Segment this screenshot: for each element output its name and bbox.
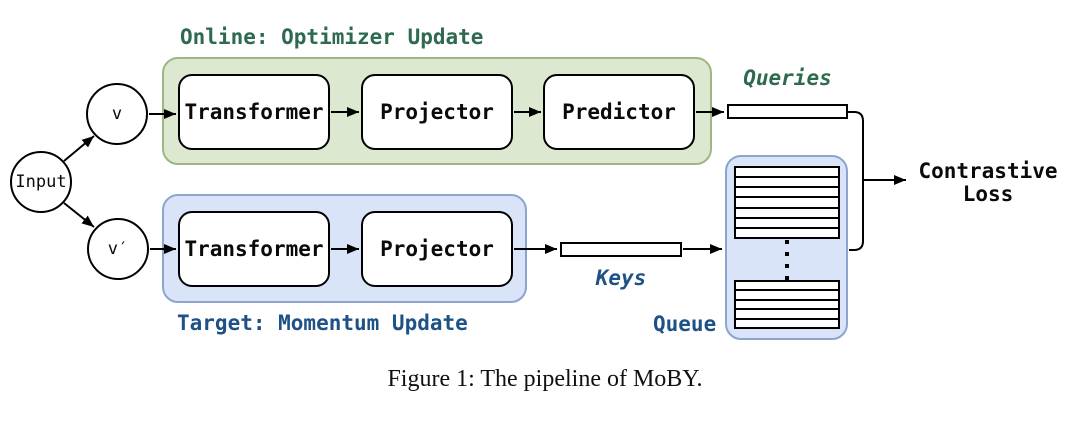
- online-transformer-box: Transformer: [178, 74, 330, 150]
- contrastive-loss-line2: Loss: [962, 182, 1014, 206]
- dot: [785, 252, 789, 256]
- queries-embedding-bar: [727, 104, 848, 119]
- keys-label: Keys: [595, 266, 647, 290]
- online-projector-label: Projector: [380, 100, 494, 124]
- contrastive-loss-label: Contrastive Loss: [910, 160, 1066, 206]
- queue-row: [736, 188, 838, 199]
- view-v-prime-label: v′: [107, 239, 129, 259]
- dot: [785, 264, 789, 268]
- target-projector-box: Projector: [361, 211, 513, 287]
- online-predictor-label: Predictor: [562, 100, 676, 124]
- queue-ellipsis-dots: [785, 240, 789, 280]
- queue-row: [736, 168, 838, 179]
- queue-stack-bottom: [734, 280, 840, 329]
- queue-label: Queue: [653, 312, 717, 336]
- target-branch-title: Target: Momentum Update: [177, 311, 468, 335]
- online-transformer-label: Transformer: [184, 100, 324, 124]
- online-predictor-box: Predictor: [543, 74, 695, 150]
- queries-label: Queries: [743, 66, 832, 90]
- target-transformer-box: Transformer: [178, 211, 330, 287]
- queue-row: [736, 219, 838, 229]
- view-v-node: v: [86, 83, 148, 145]
- input-node: Input: [10, 151, 72, 213]
- contrastive-loss-line1: Contrastive: [918, 159, 1058, 183]
- queue-row: [736, 178, 838, 189]
- dot: [785, 240, 789, 244]
- queue-row: [736, 301, 838, 311]
- queue-row: [736, 320, 838, 327]
- view-v-prime-node: v′: [87, 218, 149, 280]
- queue-row: [736, 282, 838, 292]
- queue-row: [736, 291, 838, 301]
- connector-queries-queue-junction: [848, 111, 864, 251]
- queue-stack-top: [734, 166, 840, 239]
- queue-row: [736, 198, 838, 209]
- target-transformer-label: Transformer: [184, 237, 324, 261]
- arrow-input-to-v: [63, 135, 95, 162]
- queue-row: [736, 310, 838, 320]
- dot: [785, 276, 789, 280]
- arrow-input-to-v-prime: [63, 202, 95, 228]
- figure-caption: Figure 1: The pipeline of MoBY.: [387, 366, 703, 392]
- view-v-label: v: [111, 104, 123, 124]
- target-projector-label: Projector: [380, 237, 494, 261]
- online-projector-box: Projector: [361, 74, 513, 150]
- online-branch-title: Online: Optimizer Update: [180, 25, 484, 49]
- queue-row: [736, 229, 838, 237]
- input-node-label: Input: [15, 172, 67, 192]
- queue-row: [736, 209, 838, 219]
- keys-embedding-bar: [560, 242, 682, 257]
